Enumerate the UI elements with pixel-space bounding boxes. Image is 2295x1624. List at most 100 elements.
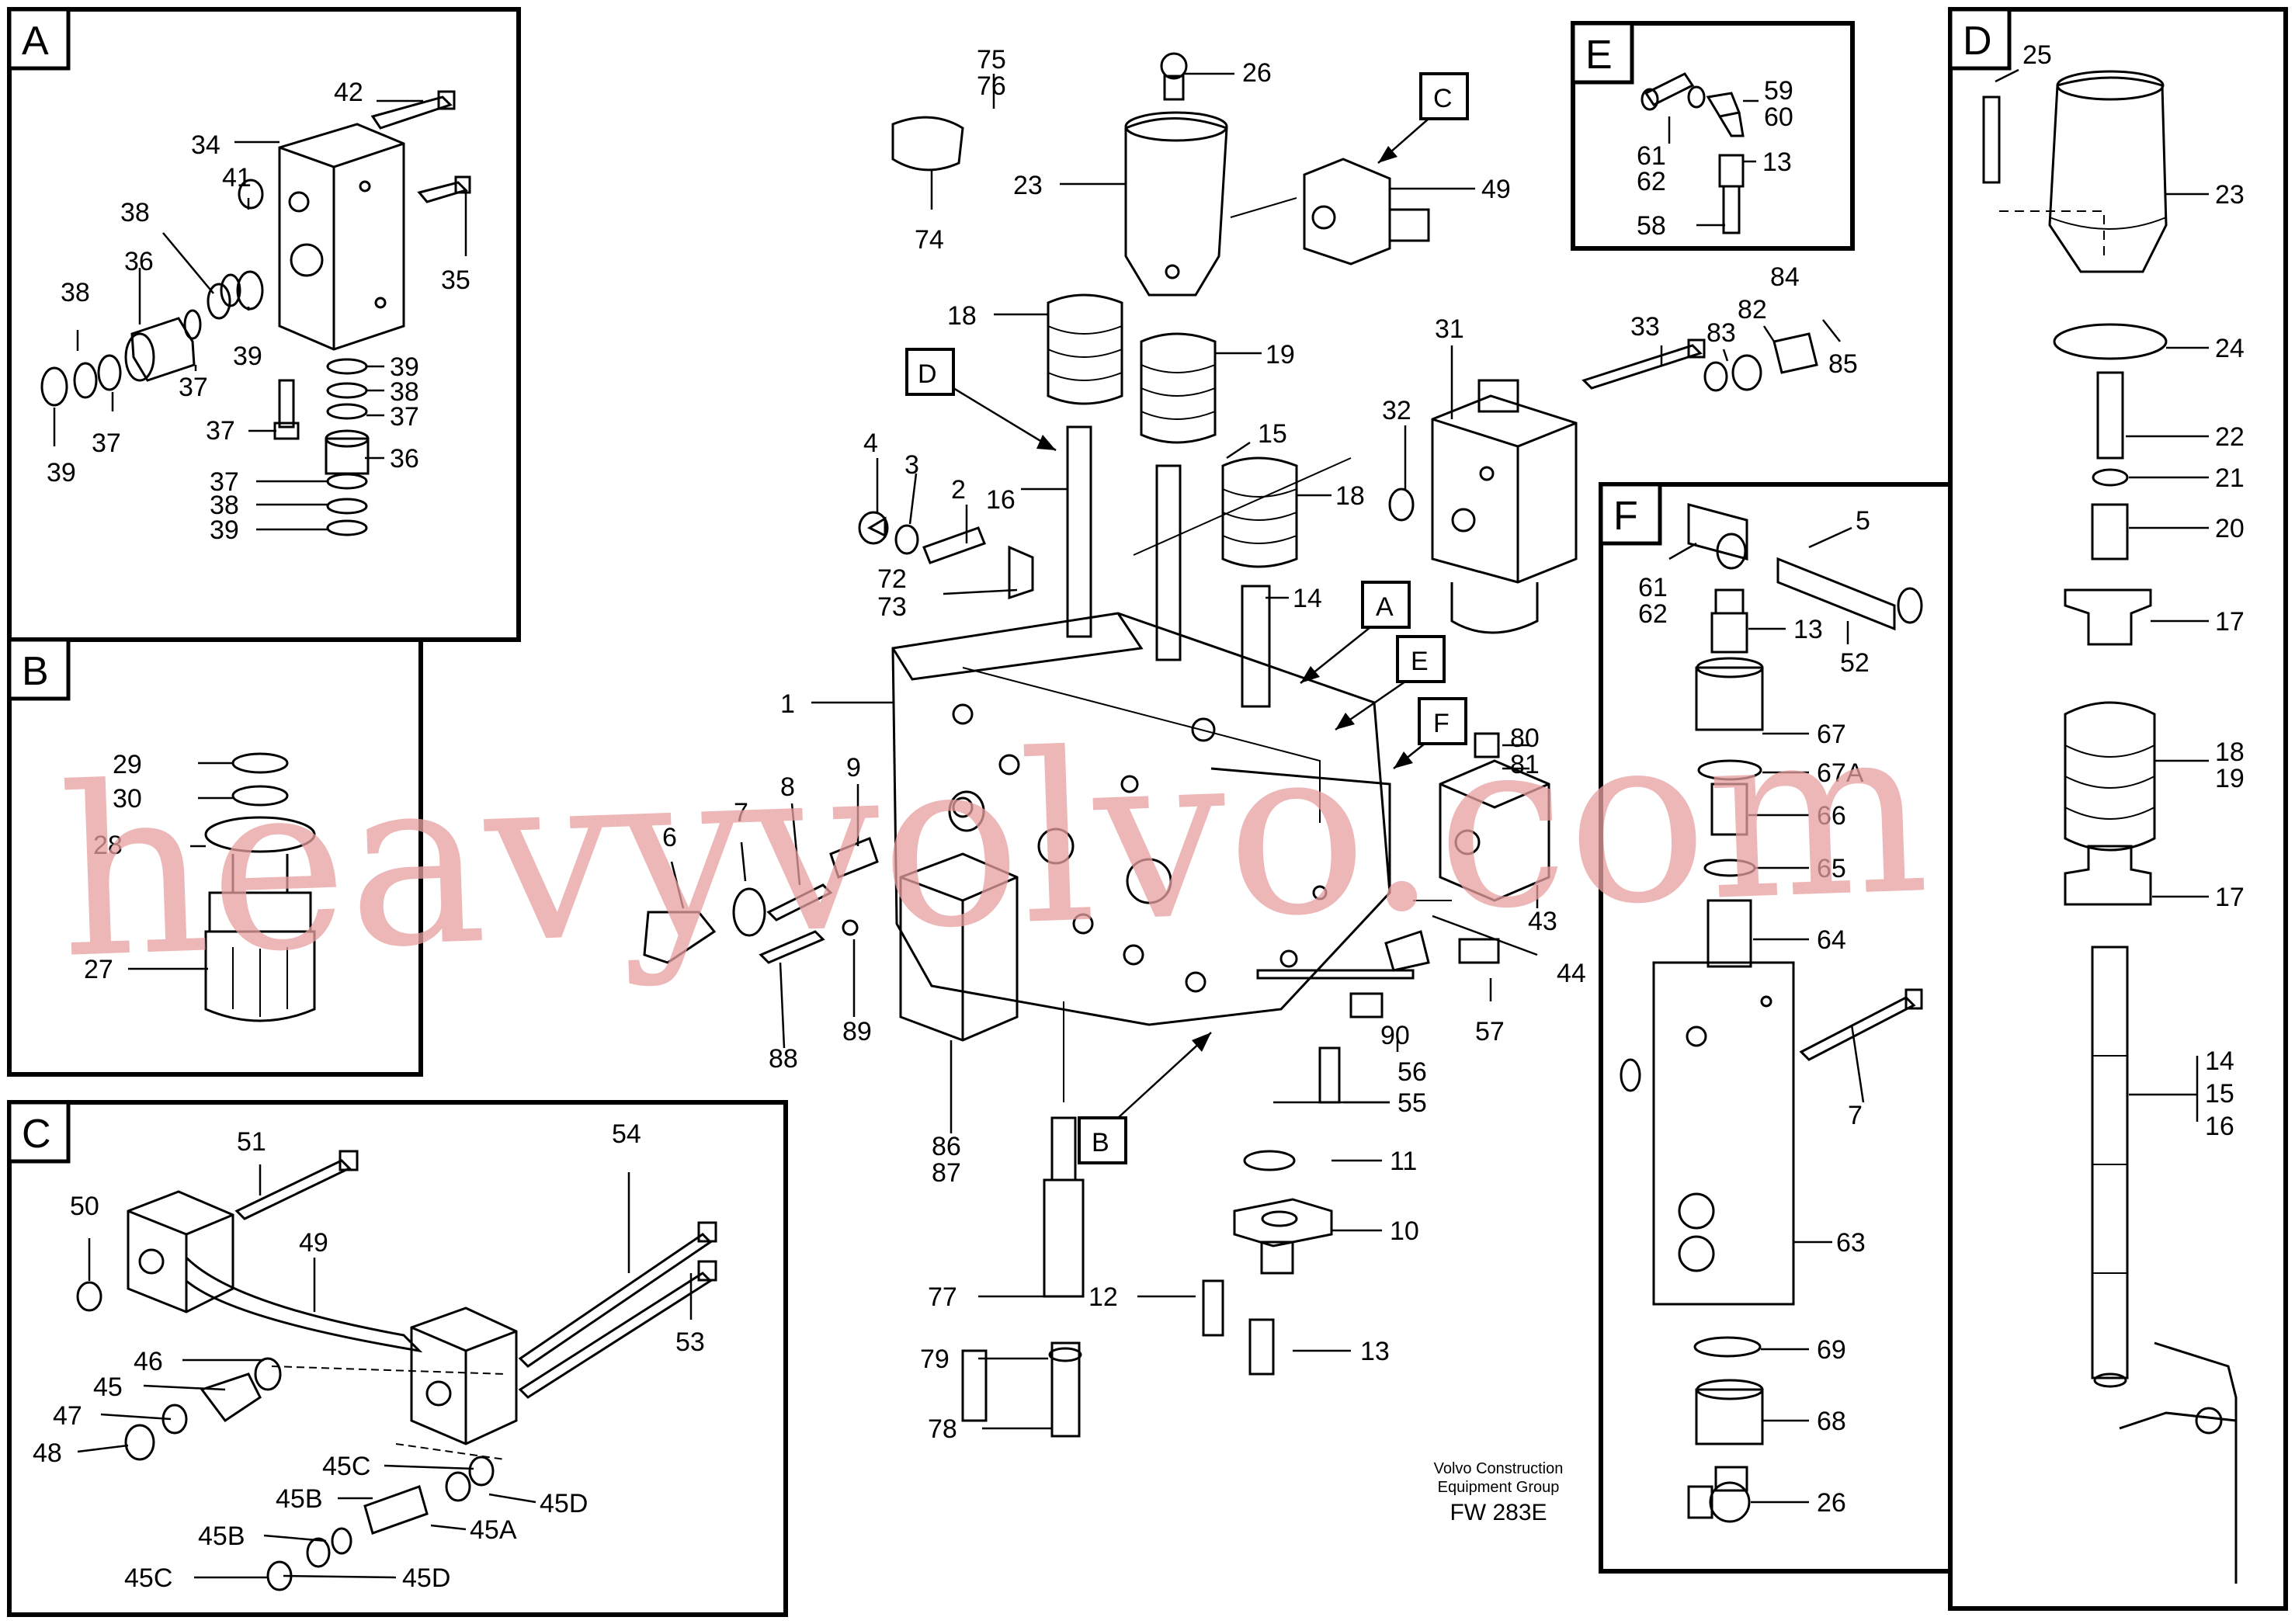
callout-f-letter: F bbox=[1433, 709, 1450, 738]
label-41: 41 bbox=[222, 163, 252, 193]
label-37c: 37 bbox=[390, 402, 419, 432]
label-49: 49 bbox=[1481, 175, 1511, 204]
label-1: 1 bbox=[780, 689, 795, 719]
label-7f: 7 bbox=[1848, 1101, 1863, 1130]
label-60: 60 bbox=[1764, 102, 1793, 132]
label-34: 34 bbox=[191, 130, 220, 160]
panel-d-drawing bbox=[1982, 70, 2238, 1584]
label-46: 46 bbox=[134, 1347, 163, 1376]
label-12: 12 bbox=[1088, 1282, 1118, 1312]
label-72: 72 bbox=[877, 564, 907, 594]
label-45a: 45A bbox=[470, 1515, 517, 1545]
label-42: 42 bbox=[334, 78, 363, 107]
label-67: 67 bbox=[1817, 720, 1846, 749]
label-85: 85 bbox=[1828, 349, 1858, 379]
label-45b2: 45B bbox=[198, 1522, 245, 1551]
panel-b-labels: 29 30 28 27 bbox=[84, 750, 142, 984]
main-leaders bbox=[670, 72, 1841, 1430]
main-labels: 75 76 26 74 23 49 18 19 15 18 31 33 83 8… bbox=[662, 45, 1858, 1444]
label-39: 39 bbox=[233, 342, 262, 371]
label-43: 43 bbox=[1528, 907, 1557, 936]
label-86: 86 bbox=[932, 1132, 961, 1161]
label-37: 37 bbox=[179, 373, 208, 402]
label-80: 80 bbox=[1510, 724, 1540, 753]
label-45c: 45C bbox=[322, 1452, 370, 1481]
label-79: 79 bbox=[920, 1345, 950, 1374]
label-82: 82 bbox=[1738, 295, 1767, 324]
panel-b-letter: B bbox=[22, 649, 49, 694]
panel-d-leaders bbox=[1995, 68, 2209, 1122]
label-2: 2 bbox=[951, 475, 966, 505]
panel-b-drawing bbox=[204, 752, 316, 1022]
panel-a-labels: 42 34 41 35 38 38 36 39 37 37 39 39 38 3… bbox=[47, 78, 470, 545]
label-16: 16 bbox=[986, 485, 1016, 515]
label-5: 5 bbox=[1856, 506, 1870, 536]
label-65: 65 bbox=[1817, 854, 1846, 883]
drawing-code: FW 283E bbox=[1450, 1500, 1547, 1525]
callout-e-letter: E bbox=[1411, 647, 1429, 676]
label-66: 66 bbox=[1817, 801, 1846, 831]
label-25: 25 bbox=[2022, 40, 2052, 70]
panel-f-drawing bbox=[1620, 503, 1923, 1523]
label-6: 6 bbox=[662, 823, 677, 852]
label-55: 55 bbox=[1397, 1088, 1427, 1118]
label-61f: 61 bbox=[1638, 573, 1668, 602]
label-37b: 37 bbox=[92, 429, 121, 458]
callout-a: A bbox=[1300, 581, 1411, 684]
label-45b: 45B bbox=[276, 1484, 323, 1514]
label-78: 78 bbox=[928, 1414, 957, 1444]
panel-e-labels: 59 60 61 62 13 58 bbox=[1637, 76, 1793, 241]
label-75: 75 bbox=[977, 45, 1006, 75]
label-23d: 23 bbox=[2215, 180, 2245, 210]
panel-f-labels: 5 61 62 13 52 67 67A 66 65 64 7 63 69 68… bbox=[1638, 506, 1870, 1518]
label-8: 8 bbox=[780, 772, 795, 802]
label-36b: 36 bbox=[390, 444, 419, 474]
label-16d: 16 bbox=[2205, 1112, 2234, 1141]
label-83: 83 bbox=[1706, 318, 1736, 348]
label-53: 53 bbox=[675, 1327, 705, 1357]
label-73: 73 bbox=[877, 592, 907, 622]
label-19d: 19 bbox=[2215, 764, 2245, 793]
label-51: 51 bbox=[237, 1127, 266, 1157]
label-49: 49 bbox=[299, 1228, 328, 1258]
label-15: 15 bbox=[1258, 419, 1287, 449]
main-assembly-drawing bbox=[643, 52, 1818, 1438]
label-81: 81 bbox=[1510, 750, 1540, 779]
label-18: 18 bbox=[947, 301, 977, 331]
label-56: 56 bbox=[1397, 1057, 1427, 1087]
label-44: 44 bbox=[1557, 959, 1586, 988]
label-18b: 18 bbox=[1335, 481, 1365, 511]
label-14d: 14 bbox=[2205, 1046, 2234, 1076]
label-77: 77 bbox=[928, 1282, 957, 1312]
label-13: 13 bbox=[1762, 147, 1792, 177]
callout-a-letter: A bbox=[1376, 592, 1394, 622]
label-45d2: 45D bbox=[402, 1563, 450, 1593]
label-84: 84 bbox=[1770, 262, 1800, 292]
label-26f: 26 bbox=[1817, 1488, 1846, 1518]
callout-c: C bbox=[1377, 72, 1469, 164]
label-50: 50 bbox=[70, 1192, 99, 1221]
panel-a-drawing bbox=[40, 90, 471, 536]
callout-e: E bbox=[1335, 635, 1446, 731]
label-37e: 37 bbox=[210, 467, 239, 497]
panel-c-leaders bbox=[77, 1164, 693, 1579]
label-13f: 13 bbox=[1793, 615, 1823, 644]
credit-line-2: Equipment Group bbox=[1438, 1479, 1560, 1496]
label-20: 20 bbox=[2215, 514, 2245, 543]
label-54: 54 bbox=[612, 1119, 641, 1149]
label-30: 30 bbox=[113, 784, 142, 814]
callout-d-letter: D bbox=[918, 359, 937, 389]
label-10: 10 bbox=[1390, 1216, 1419, 1246]
label-29: 29 bbox=[113, 750, 142, 779]
label-26: 26 bbox=[1242, 58, 1272, 88]
label-19: 19 bbox=[1266, 340, 1295, 370]
label-47: 47 bbox=[53, 1401, 82, 1431]
label-33: 33 bbox=[1630, 312, 1660, 342]
label-39c: 39 bbox=[390, 352, 419, 382]
panel-f: F bbox=[1599, 482, 1953, 1574]
label-76: 76 bbox=[977, 71, 1006, 101]
label-4: 4 bbox=[863, 429, 878, 458]
panel-d-labels: 25 23 24 22 21 20 17 18 19 17 14 15 16 bbox=[2022, 40, 2245, 1141]
panel-a: A bbox=[7, 7, 521, 642]
